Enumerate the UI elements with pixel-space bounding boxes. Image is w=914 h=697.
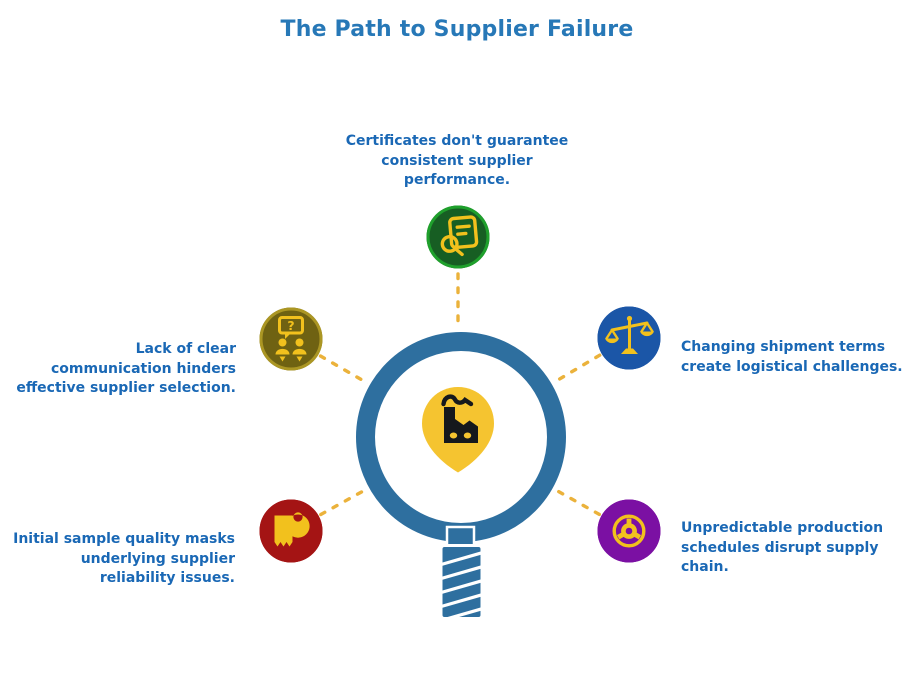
document-search-icon — [440, 215, 479, 257]
factory-pin-icon — [422, 387, 494, 473]
magnifier-icon — [353, 329, 569, 620]
sample-roll-icon — [274, 512, 310, 547]
page-title: The Path to Supplier Failure — [280, 17, 634, 42]
production-gear-icon — [612, 514, 646, 548]
node-shipment-terms — [595, 304, 663, 372]
label-shipment-terms: Changing shipment terms create logistica… — [681, 339, 903, 375]
connector-lines — [318, 272, 602, 517]
label-production-schedules: Unpredictable production schedules disru… — [681, 520, 884, 575]
node-circle — [597, 499, 661, 563]
node-production-schedules — [595, 497, 663, 565]
node-communication: ? — [257, 305, 325, 373]
node-certificates — [424, 203, 492, 271]
communication-question-icon: ? — [275, 316, 307, 362]
svg-text:?: ? — [287, 318, 294, 333]
node-circle — [259, 307, 323, 371]
balance-scales-icon — [605, 315, 654, 354]
label-sample-quality: Initial sample quality masks underlying … — [13, 531, 235, 586]
label-communication: Lack of clear communication hinders effe… — [16, 341, 236, 396]
node-sample-quality — [257, 497, 325, 565]
label-certificates: Certificates don't guarantee consistent … — [345, 133, 569, 188]
